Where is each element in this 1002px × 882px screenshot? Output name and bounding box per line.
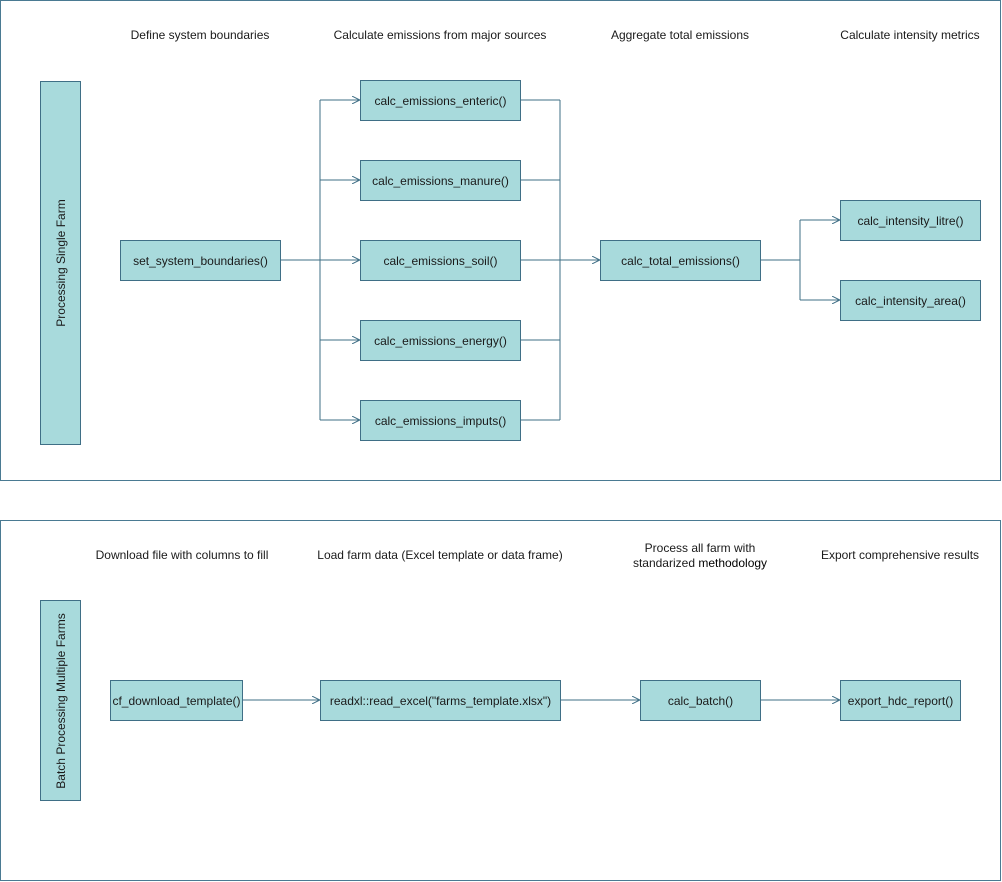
node-calc-total-emissions[interactable]: calc_total_emissions(): [600, 240, 761, 281]
heading-calculate-emissions: Calculate emissions from major sources: [333, 28, 547, 42]
single-farm-lane: Processing Single Farm: [40, 81, 81, 445]
node-set-system-boundaries[interactable]: set_system_boundaries(): [120, 240, 281, 281]
node-calc-emissions-enteric[interactable]: calc_emissions_enteric(): [360, 80, 521, 121]
heading-process-all-farm: Process all farm with standarized method…: [600, 541, 800, 571]
node-read-excel[interactable]: readxl::read_excel("farms_template.xlsx"…: [320, 680, 561, 721]
heading-download-file: Download file with columns to fill: [95, 548, 269, 562]
heading-process-line-2b: methodology: [698, 556, 768, 570]
node-calc-batch[interactable]: calc_batch(): [640, 680, 761, 721]
node-calc-emissions-imputs[interactable]: calc_emissions_imputs(): [360, 400, 521, 441]
heading-load-farm-data: Load farm data (Excel template or data f…: [317, 548, 563, 562]
node-calc-emissions-manure[interactable]: calc_emissions_manure(): [360, 160, 521, 201]
heading-process-line-1: Process all farm with: [644, 541, 756, 555]
node-calc-intensity-area[interactable]: calc_intensity_area(): [840, 280, 981, 321]
heading-aggregate-emissions: Aggregate total emissions: [610, 28, 750, 42]
heading-intensity-metrics: Calculate intensity metrics: [840, 28, 980, 42]
node-calc-emissions-soil[interactable]: calc_emissions_soil(): [360, 240, 521, 281]
heading-define-boundaries: Define system boundaries: [130, 28, 270, 42]
node-cf-download-template[interactable]: cf_download_template(): [110, 680, 243, 721]
batch-lane: Batch Processing Multiple Farms: [40, 600, 81, 801]
node-calc-intensity-litre[interactable]: calc_intensity_litre(): [840, 200, 981, 241]
batch-lane-label: Batch Processing Multiple Farms: [53, 612, 68, 789]
batch-panel: [0, 520, 1001, 881]
node-calc-emissions-energy[interactable]: calc_emissions_energy(): [360, 320, 521, 361]
heading-process-line-2: standarized methodology: [600, 556, 800, 571]
heading-export-results: Export comprehensive results: [820, 548, 980, 562]
heading-process-line-2a: standarized: [632, 556, 699, 570]
node-export-hdc-report[interactable]: export_hdc_report(): [840, 680, 961, 721]
